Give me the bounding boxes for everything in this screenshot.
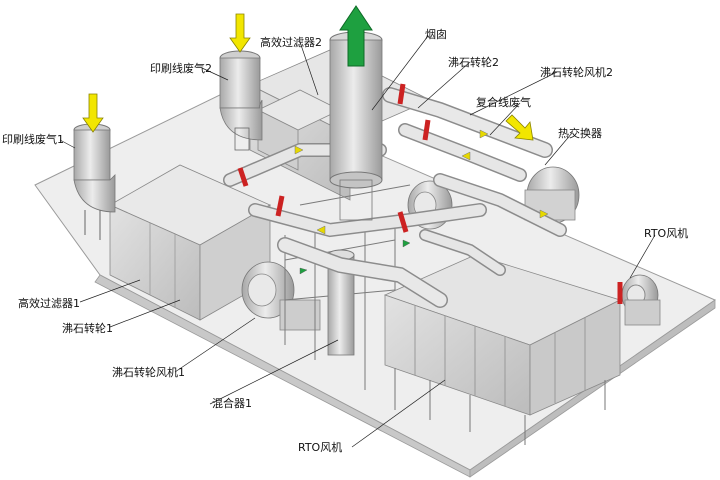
leader-lines	[59, 35, 656, 448]
flow-direction-markers	[294, 129, 549, 235]
smoke-stack	[329, 31, 383, 221]
label-zeolite-rotor-1: 沸石转轮1	[62, 322, 113, 335]
zeolite-rotor-fan-1	[241, 261, 321, 331]
label-rto-fan-right: RTO风机	[644, 227, 689, 240]
damper-bands	[237, 83, 623, 304]
heat-exchanger	[524, 166, 580, 224]
label-composite-exhaust: 复合线废气	[476, 96, 531, 109]
print-exhaust-1-inlet-arrow	[82, 93, 104, 133]
label-print-exhaust-2: 印刷线废气2	[150, 62, 212, 75]
print-exhaust-2-duct	[219, 50, 263, 151]
label-print-exhaust-1: 印刷线废气1	[2, 133, 64, 146]
label-heat-exchanger: 热交换器	[558, 127, 602, 140]
label-high-efficiency-filter-1: 高效过滤器1	[18, 297, 80, 310]
composite-exhaust-inlet-arrow	[505, 114, 534, 141]
high-efficiency-filter-1	[109, 164, 271, 321]
label-zeolite-rotor-fan-1: 沸石转轮风机1	[112, 366, 185, 379]
print-exhaust-2-inlet-arrow	[229, 13, 251, 53]
label-zeolite-rotor-fan-2: 沸石转轮风机2	[540, 66, 613, 79]
label-zeolite-rotor-2: 沸石转轮2	[448, 56, 499, 69]
exhaust-arrow	[339, 5, 373, 67]
rto-fan-right	[621, 274, 661, 326]
print-exhaust-1-duct	[73, 123, 116, 240]
rto-unit	[383, 254, 622, 445]
label-mixer-1: 混合器1	[212, 397, 252, 410]
duct-network	[223, 87, 567, 308]
label-high-efficiency-filter-2: 高效过滤器2	[260, 36, 322, 49]
green-flow-markers	[299, 239, 411, 275]
label-smoke-stack: 烟囱	[425, 28, 447, 41]
label-rto-fan-bottom: RTO风机	[298, 441, 343, 454]
